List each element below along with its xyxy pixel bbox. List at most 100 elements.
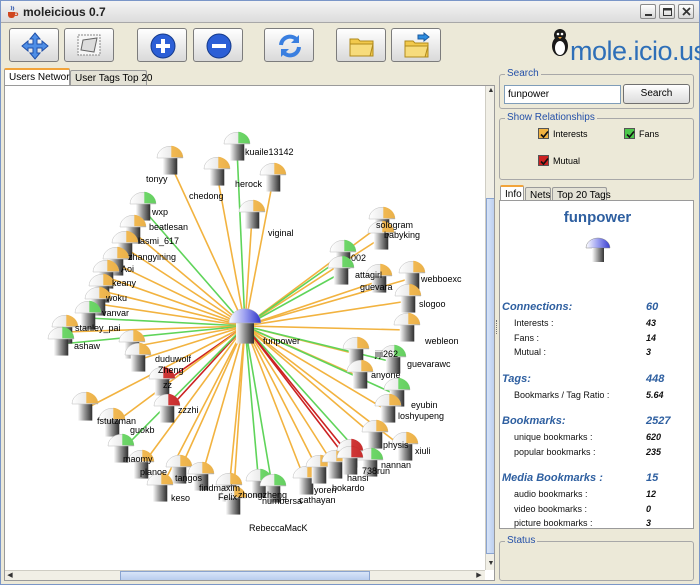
user-node[interactable] (361, 419, 389, 449)
stat-value: 620 (646, 432, 662, 442)
graph-edge (115, 263, 246, 327)
app-logo: mole.icio.us (570, 36, 700, 66)
scroll-down-icon[interactable]: ▼ (487, 560, 495, 567)
node-label: wxp (152, 207, 169, 217)
user-node[interactable] (365, 263, 393, 293)
interests-checkbox[interactable] (538, 128, 549, 139)
search-group: Search (499, 68, 694, 109)
user-node[interactable] (374, 393, 402, 423)
refresh-button[interactable] (264, 28, 314, 62)
scroll-up-icon[interactable]: ▲ (487, 87, 495, 94)
user-node[interactable] (238, 199, 266, 229)
node-label: findmaxim (199, 483, 241, 493)
search-input[interactable] (504, 85, 621, 104)
user-node[interactable] (305, 454, 333, 484)
user-node[interactable] (74, 300, 102, 330)
user-node[interactable] (203, 156, 231, 186)
vertical-scroll-thumb[interactable] (486, 198, 494, 554)
graph-edge (111, 325, 246, 426)
graph-edge (87, 317, 246, 327)
user-node[interactable] (321, 449, 349, 479)
user-node[interactable] (336, 445, 364, 475)
tab-user-tags-top-20[interactable]: User Tags Top 20 (70, 70, 152, 87)
node-label: vanvar (102, 308, 130, 318)
user-node[interactable] (98, 407, 126, 437)
user-node[interactable] (356, 447, 384, 477)
user-node[interactable] (367, 220, 395, 250)
user-node[interactable] (165, 454, 193, 484)
user-node[interactable] (124, 342, 152, 372)
minimize-button[interactable] (640, 4, 656, 19)
graph-edge (200, 325, 246, 480)
user-node[interactable] (327, 255, 355, 285)
user-node[interactable] (259, 162, 287, 192)
stat-value: 3 (646, 518, 652, 528)
user-node[interactable] (127, 449, 155, 479)
user-node[interactable] (107, 433, 135, 463)
center-user-node[interactable] (228, 308, 262, 344)
move-arrows-icon (21, 32, 49, 60)
tab-users-network[interactable]: Users Network (4, 68, 75, 85)
user-node[interactable] (219, 485, 247, 515)
user-node[interactable] (342, 336, 370, 366)
node-label: planoe (140, 467, 168, 477)
stat-label: unique bookmarks : (514, 432, 593, 442)
graph-edge (60, 325, 246, 345)
user-node[interactable] (47, 326, 75, 356)
user-node[interactable] (394, 283, 422, 313)
user-node[interactable] (393, 312, 421, 342)
selected-user-name: funpower (563, 209, 632, 226)
node-label: ashaw (74, 341, 101, 351)
user-node[interactable] (398, 260, 426, 290)
user-node[interactable] (148, 366, 176, 396)
scroll-right-icon[interactable]: ▶ (476, 572, 482, 579)
user-node[interactable] (379, 344, 407, 374)
panel-splitter[interactable] (495, 85, 499, 581)
scroll-left-icon[interactable]: ◀ (7, 572, 13, 579)
tab-info[interactable]: Info (500, 185, 524, 202)
user-node[interactable] (187, 461, 215, 491)
search-button[interactable]: Search (623, 84, 690, 104)
fans-checkbox-label: Fans (639, 129, 660, 139)
minimize-icon (645, 14, 652, 16)
user-node[interactable] (156, 145, 184, 175)
stat-value: 12 (646, 489, 657, 499)
java-cup-icon (8, 5, 19, 18)
vertical-scrollbar[interactable]: ▲ ▼ (485, 86, 495, 570)
node-label: guevara (360, 282, 393, 292)
folder-icon (349, 38, 374, 57)
save-button[interactable] (391, 28, 441, 62)
maximize-button[interactable] (659, 4, 675, 19)
stat-value: 235 (646, 446, 662, 457)
tab-nets[interactable]: Nets (525, 187, 551, 204)
user-node[interactable] (223, 131, 251, 161)
node-label: slogoo (419, 299, 446, 309)
horizontal-scrollbar[interactable]: ◀ ▶ (5, 570, 485, 580)
horizontal-scroll-thumb[interactable] (120, 571, 370, 580)
stat-label: video bookmarks : (514, 503, 588, 514)
user-node[interactable] (153, 393, 181, 423)
fans-checkbox[interactable] (624, 128, 635, 139)
select-button[interactable] (64, 28, 114, 62)
user-node[interactable] (346, 359, 374, 389)
user-node[interactable] (71, 391, 99, 421)
node-label: nannan (381, 460, 412, 470)
user-node[interactable] (146, 472, 174, 502)
interests-checkbox-label: Interests (553, 129, 588, 139)
tab-top-20-tags[interactable]: Top 20 Tags (552, 187, 611, 204)
move-button[interactable] (9, 28, 59, 62)
close-button[interactable] (678, 4, 694, 19)
graph-edge (137, 325, 246, 361)
user-node[interactable] (129, 191, 157, 221)
node-label: zz (163, 380, 172, 390)
user-node[interactable] (391, 431, 419, 461)
user-node[interactable] (292, 465, 320, 495)
mutual-checkbox[interactable] (538, 155, 549, 166)
zoom-in-button[interactable] (137, 28, 187, 62)
network-graph[interactable] (5, 86, 485, 570)
user-node[interactable] (259, 473, 287, 503)
zoom-out-button[interactable] (193, 28, 243, 62)
open-button[interactable] (336, 28, 386, 62)
node-label: jiji262 (375, 349, 399, 359)
